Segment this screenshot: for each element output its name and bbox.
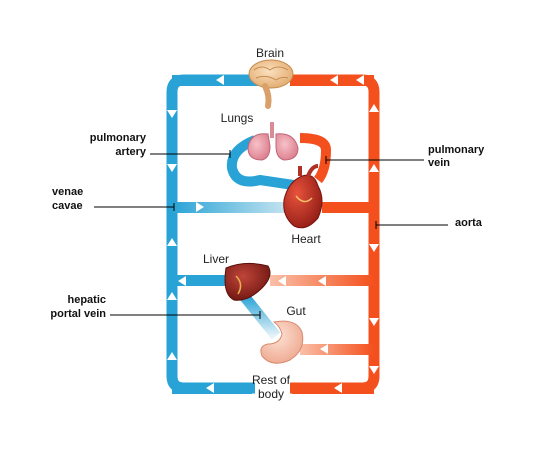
callout-pulmonary-vein: pulmonary vein [325,144,485,169]
liver-label: Liver [203,252,229,266]
arrow-left-icon [318,276,326,286]
flow-arrows [167,75,379,393]
arrow-right-icon [196,202,204,212]
venae-cavae-label-line1: venae [52,186,83,198]
arrow-down-icon [369,366,379,374]
venae-cavae-vessel [172,202,290,213]
pulmonary-vein-vessel [299,133,332,184]
arrow-up-icon [369,104,379,112]
left-venous-trunk [166,74,255,394]
arrow-left-icon [320,344,328,354]
lungs-icon [247,122,299,161]
arrow-left-icon [216,75,224,85]
arrow-down-icon [369,318,379,326]
aorta-vessel [322,202,374,213]
arrow-left-icon [334,383,342,393]
pulmonary-vein-label-line1: pulmonary [428,144,485,156]
brain-icon [248,59,294,109]
pulmonary-artery-vessel [226,135,301,191]
arrow-down-icon [167,164,177,172]
lungs-label: Lungs [221,111,254,125]
pulmonary-artery-label-line1: pulmonary [90,132,147,144]
heart-icon [283,164,323,229]
arrow-down-icon [167,110,177,118]
pulmonary-artery-label-line2: artery [115,146,146,158]
rest-of-body-label-line1: Rest of [252,373,291,387]
body-vessel-right [292,383,374,394]
arrow-up-icon [167,352,177,360]
arrow-left-icon [278,276,286,286]
arrow-left-icon [206,383,214,393]
arrow-up-icon [167,238,177,246]
heart-label: Heart [291,232,321,246]
pulmonary-vein-label-line2: vein [428,157,450,169]
rest-of-body-label-line2: body [258,387,284,401]
gut-vessel [300,344,374,355]
gut-label: Gut [286,304,306,318]
arrow-down-icon [369,244,379,252]
arrow-left-icon [330,75,338,85]
callout-venae-cavae: venae cavae [52,186,175,212]
arrow-left-icon [178,276,186,286]
hepatic-portal-vein-label-line2: portal vein [50,308,106,320]
brain-label: Brain [256,46,284,60]
callout-pulmonary-artery: pulmonary artery [90,132,231,158]
hepatic-portal-vein-label-line1: hepatic [67,294,106,306]
gut-icon [260,320,304,364]
liver-icon [224,262,271,301]
arrow-left-icon [356,75,364,85]
venae-cavae-label-line2: cavae [52,200,83,212]
liver-vessel-left [172,275,226,286]
callout-aorta: aorta [375,217,483,229]
arrow-up-icon [167,292,177,300]
callout-hepatic-portal-vein: hepatic portal vein [50,294,261,320]
arrow-up-icon [369,164,379,172]
aorta-label: aorta [455,217,483,229]
